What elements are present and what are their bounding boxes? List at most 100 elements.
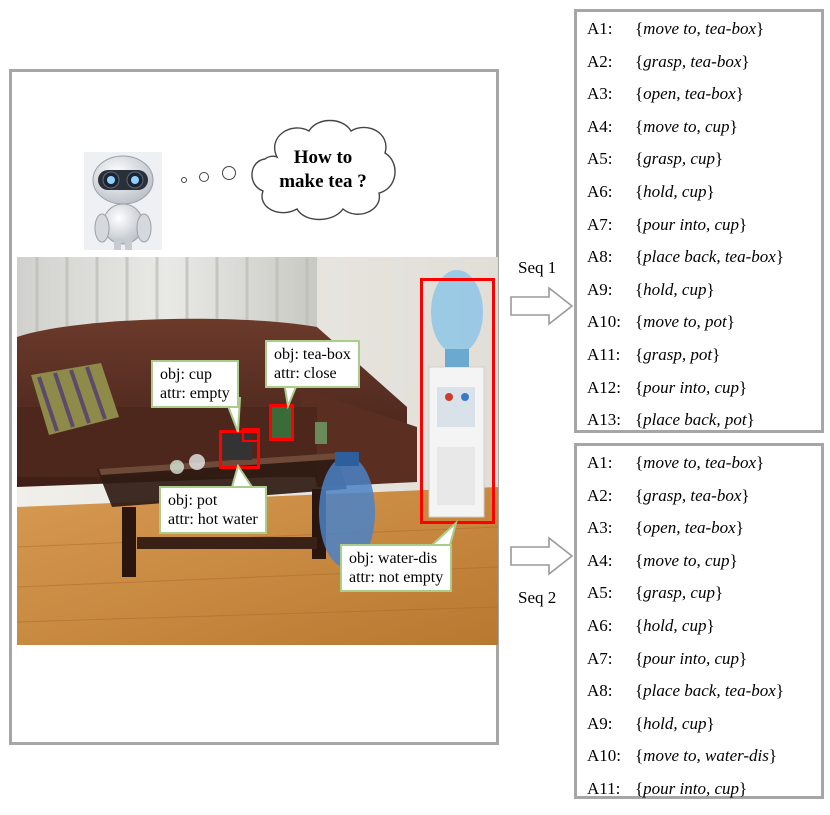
- step-action: {grasp, cup}: [635, 149, 724, 169]
- annotation-water-dis: obj: water-dis attr: not empty: [340, 544, 453, 592]
- annotation-cup: obj: cup attr: empty: [151, 360, 239, 408]
- thought-dot-small: [181, 177, 187, 183]
- sequence-step: A11: {grasp, pot}: [587, 342, 823, 368]
- step-action: {move to, pot}: [635, 312, 735, 332]
- seq1-panel: A1: {move to, tea-box} A2: {grasp, tea-box}…: [574, 9, 824, 433]
- step-action: {move to, water-dis}: [635, 746, 778, 766]
- thought-dot-large: [222, 166, 236, 180]
- step-action: {move to, cup}: [635, 116, 738, 136]
- sequence-step: A2:{grasp, tea-box}: [587, 483, 823, 509]
- thought-line-1: How to: [293, 147, 353, 168]
- sequence-step: A10: {move to, pot}: [587, 309, 823, 335]
- annotation-attr: attr: not empty: [349, 569, 444, 586]
- annotation-obj: obj: tea-box: [274, 346, 351, 363]
- sequence-step: A3: {open, tea-box}: [587, 81, 823, 107]
- step-action: {pour into, cup}: [635, 214, 748, 234]
- sequence-step: A9: {hold, cup}: [587, 711, 823, 737]
- step-action: {pour into, cup}: [635, 779, 748, 798]
- sequence-step: A1: {move to, tea-box}: [587, 450, 823, 476]
- step-id: A3:: [587, 84, 613, 104]
- sequence-step: A4: {move to, cup}: [587, 548, 823, 574]
- step-id: A4:: [587, 550, 613, 570]
- step-id: A11:: [587, 779, 621, 798]
- annotation-attr: attr: close: [274, 365, 337, 382]
- step-action: {place back, tea-box}: [635, 247, 784, 267]
- annotation-tea-box: obj: tea-box attr: close: [265, 340, 360, 388]
- step-id: A10:: [587, 312, 621, 332]
- thought-cloud: [251, 119, 396, 221]
- annotation-attr: attr: empty: [160, 385, 230, 402]
- step-id: A11:: [587, 345, 621, 364]
- sequence-step: A6: {hold, cup}: [587, 179, 823, 205]
- step-action: {move to, cup}: [635, 550, 738, 570]
- step-id: A10:: [587, 746, 621, 766]
- sequence-step: A1: {move to, tea-box}: [587, 16, 823, 42]
- annotation-obj: obj: pot: [168, 492, 218, 509]
- seq2-panel: A1: {move to, tea-box} A2:{grasp, tea-box}…: [574, 443, 824, 799]
- sequence-step: A7: {pour into, cup}: [587, 646, 823, 672]
- step-id: A5:: [587, 149, 613, 169]
- cup-handle-bbox: [242, 428, 260, 442]
- step-action: {grasp, pot}: [635, 345, 721, 364]
- step-action: {hold, cup}: [635, 182, 715, 201]
- step-action: {hold, cup}: [635, 713, 715, 733]
- sequence-step: A10: {move to, water-dis}: [587, 743, 823, 769]
- step-action: {grasp, tea-box}: [635, 51, 750, 71]
- step-id: A6:: [587, 616, 613, 635]
- seq2-arrow-icon: [510, 536, 574, 576]
- step-id: A2:: [587, 51, 613, 71]
- sequence-step: A2: {grasp, tea-box}: [587, 49, 823, 75]
- annotation-attr: attr: hot water: [168, 511, 258, 528]
- step-id: A7:: [587, 214, 613, 234]
- thought-text: How to make tea ?: [247, 146, 399, 194]
- step-id: A9:: [587, 713, 613, 733]
- step-id: A3:: [587, 518, 613, 538]
- sequence-step: A9: {hold, cup}: [587, 277, 823, 303]
- step-id: A12:: [587, 377, 621, 397]
- seq1-label: Seq 1: [518, 258, 557, 277]
- step-id: A13:: [587, 410, 621, 430]
- step-id: A1:: [587, 453, 613, 472]
- seq2-label: Seq 2: [518, 588, 557, 607]
- step-action: {move to, tea-box}: [635, 453, 765, 472]
- step-id: A1:: [587, 19, 613, 38]
- step-action: {hold, cup}: [635, 616, 715, 635]
- thought-line-2: make tea ?: [279, 171, 367, 192]
- annotation-pot: obj: pot attr: hot water: [159, 486, 267, 534]
- seq1-arrow-icon: [510, 286, 574, 326]
- step-action: {place back, tea-box}: [635, 681, 784, 701]
- step-id: A4:: [587, 116, 613, 136]
- step-id: A8:: [587, 681, 613, 701]
- sequence-step: A7: {pour into, cup}: [587, 212, 823, 238]
- step-action: {place back, pot}: [635, 410, 755, 430]
- sequence-step: A8: {place back, tea-box}: [587, 678, 823, 704]
- step-id: A8:: [587, 247, 613, 267]
- step-id: A9:: [587, 279, 613, 299]
- step-action: {pour into, cup}: [635, 648, 748, 668]
- tea-box-bbox: [269, 404, 294, 441]
- robot-icon: [84, 152, 162, 250]
- step-id: A5:: [587, 583, 613, 603]
- sequence-step: A4: {move to, cup}: [587, 114, 823, 140]
- step-id: A7:: [587, 648, 613, 668]
- sequence-step: A13: {place back, pot}: [587, 407, 823, 433]
- thought-dot-medium: [199, 172, 209, 182]
- step-action: {open, tea-box}: [635, 84, 744, 104]
- annotation-obj: obj: cup: [160, 366, 212, 383]
- annotation-obj: obj: water-dis: [349, 550, 438, 567]
- step-action: {move to, tea-box}: [635, 19, 765, 38]
- sequence-step: A12: {pour into, cup}: [587, 375, 823, 401]
- sequence-step: A8: {place back, tea-box}: [587, 244, 823, 270]
- sequence-step: A5: {grasp, cup}: [587, 580, 823, 606]
- step-action: {pour into, cup}: [635, 377, 748, 397]
- step-action: {open, tea-box}: [635, 518, 744, 538]
- sequence-step: A6: {hold, cup}: [587, 613, 823, 639]
- sequence-step: A5: {grasp, cup}: [587, 146, 823, 172]
- water-dis-bbox: [420, 278, 495, 524]
- step-action: {grasp, cup}: [635, 583, 724, 603]
- step-id: A6:: [587, 182, 613, 201]
- step-action: {hold, cup}: [635, 279, 715, 299]
- sequence-step: A11: {pour into, cup}: [587, 776, 823, 802]
- sequence-step: A3: {open, tea-box}: [587, 515, 823, 541]
- step-action: {grasp, tea-box}: [635, 485, 750, 505]
